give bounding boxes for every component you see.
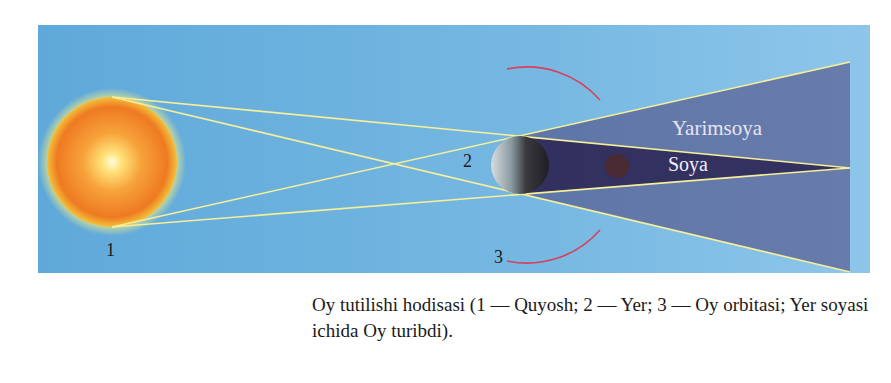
light-rays (112, 62, 850, 272)
sun-glow (38, 88, 186, 236)
region-label: Soya (668, 153, 708, 176)
sun (47, 97, 177, 227)
earth (491, 136, 549, 194)
moon (605, 154, 629, 178)
region-label: Yarimsoya (672, 116, 762, 141)
callout-number: 1 (106, 240, 115, 261)
sky-panel (38, 25, 870, 273)
penumbra (520, 62, 850, 272)
figure-caption: Oy tutilishi hodisasi (1 — Quyosh; 2 — Y… (312, 292, 877, 343)
umbra (520, 136, 850, 194)
callout-number: 2 (463, 151, 472, 172)
callout-number: 3 (494, 247, 503, 268)
